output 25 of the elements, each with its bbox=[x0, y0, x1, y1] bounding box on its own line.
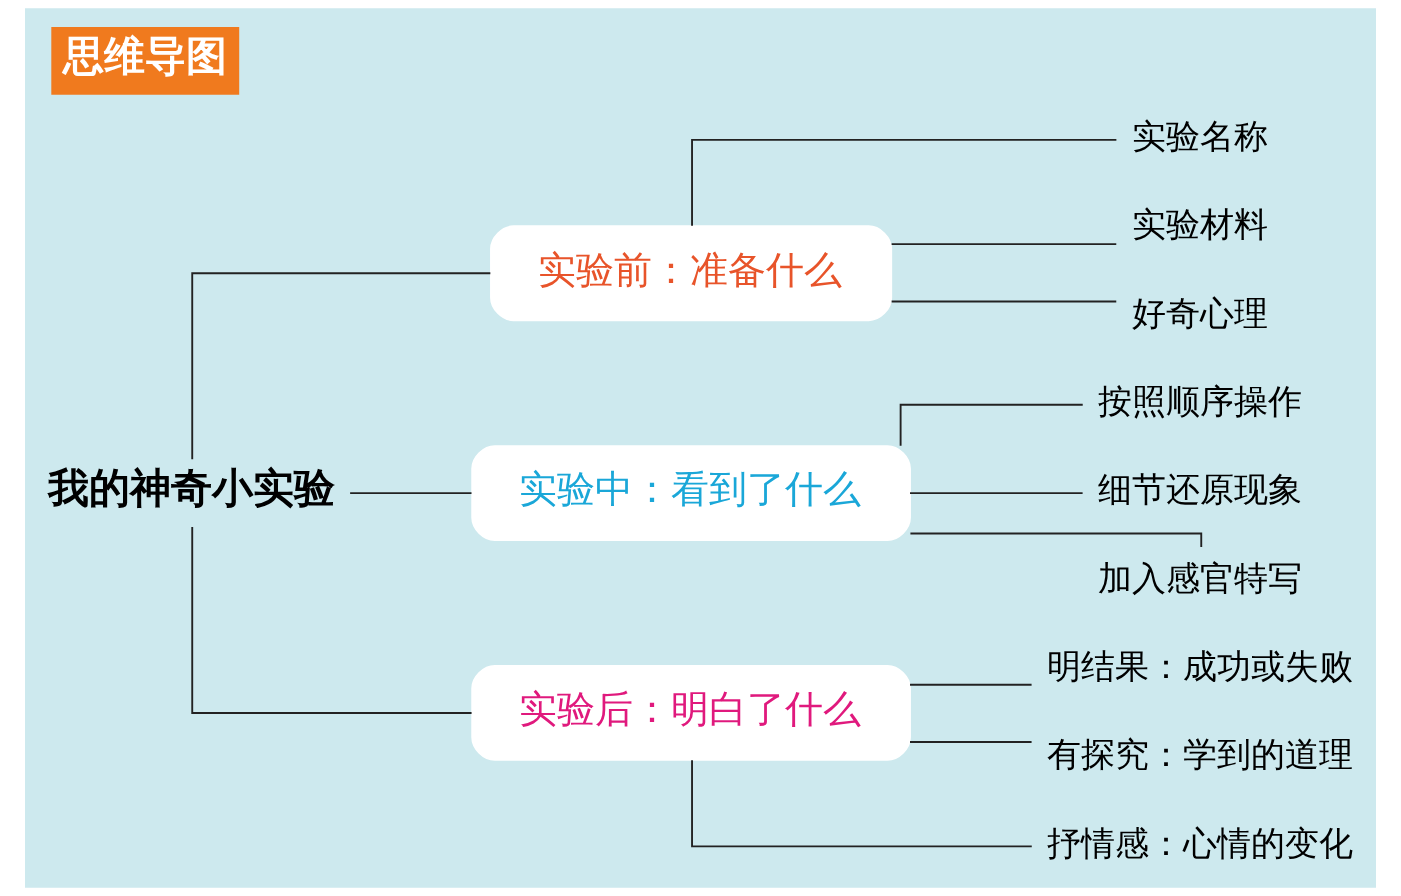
node-text: 我的神奇小实验 bbox=[47, 463, 335, 512]
node-box: 实验后：明白了什么 bbox=[471, 665, 911, 761]
node-box: 实验中：看到了什么 bbox=[471, 445, 911, 541]
node-text: 按照顺序操作 bbox=[1097, 382, 1302, 422]
node-text: 明结果：成功或失败 bbox=[1047, 646, 1354, 686]
node-text: 实验材料 bbox=[1131, 205, 1268, 245]
node-text: 细节还原现象 bbox=[1097, 470, 1302, 510]
connector bbox=[349, 492, 473, 495]
node-text: 实验名称 bbox=[1131, 117, 1268, 157]
connector bbox=[691, 759, 1033, 848]
node-text: 好奇心理 bbox=[1131, 293, 1268, 333]
connector bbox=[691, 138, 1118, 227]
connector bbox=[909, 492, 1084, 495]
connector bbox=[890, 243, 1118, 246]
connector bbox=[899, 403, 1084, 447]
connector bbox=[909, 683, 1033, 686]
node-box: 实验前：准备什么 bbox=[490, 225, 893, 322]
connector bbox=[909, 741, 1033, 743]
node-text: 抒情感：心情的变化 bbox=[1047, 823, 1354, 863]
connector bbox=[191, 526, 473, 714]
diagram-title: 思维导图 bbox=[62, 31, 227, 80]
connector bbox=[191, 272, 492, 461]
node-text: 有探究：学到的道理 bbox=[1047, 735, 1354, 775]
connector bbox=[890, 300, 1118, 303]
node-text: 加入感官特写 bbox=[1097, 558, 1302, 598]
